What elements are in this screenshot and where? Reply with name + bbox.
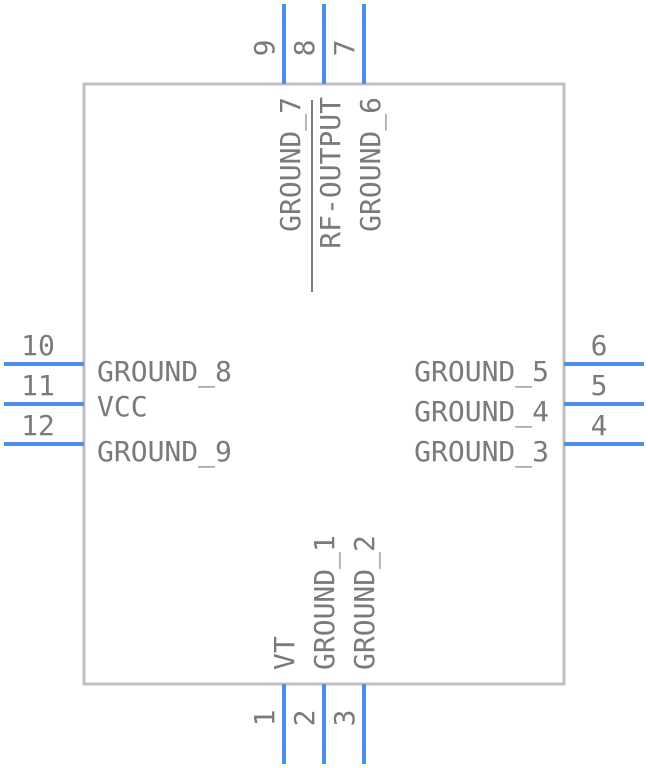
pin-1-number: 1 <box>248 710 281 727</box>
pin-4-number: 4 <box>591 409 608 442</box>
pin-3-number: 3 <box>328 710 361 727</box>
pin-12-name: GROUND_9 <box>97 435 232 469</box>
pin-9-name: GROUND_7 <box>274 97 308 232</box>
pin-7-number: 7 <box>328 40 361 57</box>
pin-12-number: 12 <box>21 409 55 442</box>
pin-5-number: 5 <box>591 369 608 402</box>
pin-11-name: VCC <box>97 390 148 423</box>
pin-1-name: VT <box>268 636 301 670</box>
pin-8-name: RF-OUTPUT <box>314 97 347 249</box>
pin-10-name: GROUND_8 <box>97 355 232 389</box>
pin-3-name: GROUND_2 <box>348 535 382 670</box>
pin-2-name: GROUND_1 <box>308 535 342 670</box>
pin-6-number: 6 <box>591 329 608 362</box>
pin-2-number: 2 <box>288 710 321 727</box>
pin-6-name: GROUND_5 <box>414 355 549 389</box>
pin-7-name: GROUND_6 <box>354 97 388 232</box>
pin-9-number: 9 <box>248 40 281 57</box>
pin-10-number: 10 <box>21 329 55 362</box>
pin-11-number: 11 <box>21 369 55 402</box>
pin-8-number: 8 <box>288 40 321 57</box>
pin-5-name: GROUND_4 <box>414 395 549 429</box>
pin-4-name: GROUND_3 <box>414 435 549 469</box>
